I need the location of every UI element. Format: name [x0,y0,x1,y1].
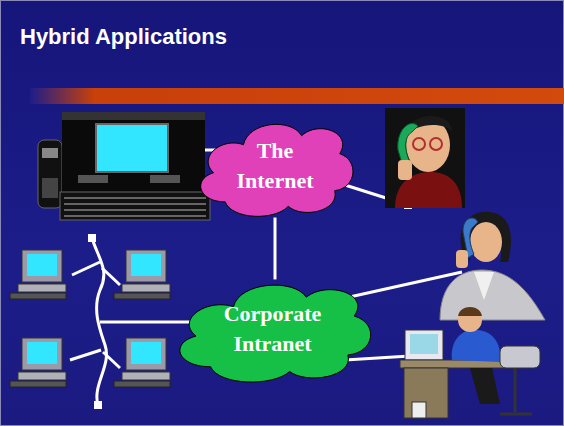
slide-title: Hybrid Applications [20,24,227,50]
cloud-node: Corporate Intranet [169,270,377,388]
network-link [274,218,277,280]
title-bar [30,88,564,104]
node-label: Corporate Intranet [203,299,343,358]
woman-on-phone [440,212,545,320]
cloud-shape [192,110,358,222]
desktop-computer [38,112,210,220]
cloud-node: The Internet [192,110,358,222]
man-at-desk [400,307,540,418]
node-label: The Internet [220,136,330,195]
cloud-shape [169,270,377,388]
man-on-phone [385,108,465,208]
lan-network [10,234,170,409]
